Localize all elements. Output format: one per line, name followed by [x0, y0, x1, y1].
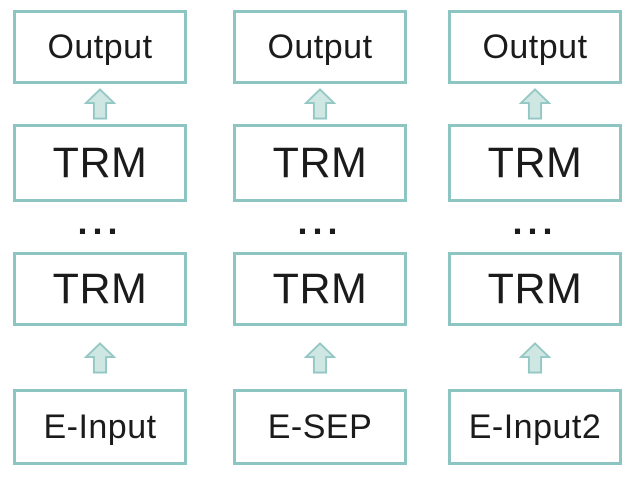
up-arrow-icon	[84, 341, 116, 374]
trm-box-lower: TRM	[448, 252, 622, 326]
up-arrow-icon	[304, 341, 336, 374]
output-box: Output	[13, 10, 187, 84]
output-label: Output	[47, 27, 153, 66]
diagram-column-3: Output TRM ... TRM E-Input2	[448, 10, 622, 465]
up-arrow-icon	[519, 341, 551, 374]
arrow-region	[448, 326, 622, 389]
ellipsis-label: ...	[77, 201, 123, 242]
diagram-column-2: Output TRM ... TRM E-SEP	[233, 10, 407, 465]
trm-label: TRM	[487, 264, 583, 313]
arrow-region	[13, 84, 187, 124]
output-box: Output	[233, 10, 407, 84]
output-label: Output	[267, 27, 373, 66]
up-arrow-icon	[304, 88, 336, 120]
trm-label: TRM	[487, 138, 583, 187]
output-label: Output	[482, 27, 588, 66]
diagram-column-1: Output TRM ... TRM E-Input	[13, 10, 187, 465]
input-label: E-SEP	[267, 407, 373, 446]
trm-label: TRM	[52, 264, 148, 313]
ellipsis-label: ...	[512, 201, 558, 242]
input-box: E-Input2	[448, 389, 622, 465]
ellipsis-label: ...	[297, 201, 343, 242]
up-arrow-icon	[519, 88, 551, 120]
trm-label: TRM	[272, 138, 368, 187]
arrow-region	[448, 84, 622, 124]
input-label: E-Input2	[468, 407, 602, 446]
arrow-region	[13, 326, 187, 389]
trm-box-upper: TRM	[233, 124, 407, 202]
input-label: E-Input	[43, 407, 157, 446]
arrow-region	[233, 84, 407, 124]
input-box: E-SEP	[233, 389, 407, 465]
up-arrow-icon	[84, 88, 116, 120]
trm-box-lower: TRM	[233, 252, 407, 326]
input-box: E-Input	[13, 389, 187, 465]
trm-box-lower: TRM	[13, 252, 187, 326]
trm-box-upper: TRM	[13, 124, 187, 202]
output-box: Output	[448, 10, 622, 84]
trm-label: TRM	[272, 264, 368, 313]
trm-box-upper: TRM	[448, 124, 622, 202]
trm-label: TRM	[52, 138, 148, 187]
arrow-region	[233, 326, 407, 389]
